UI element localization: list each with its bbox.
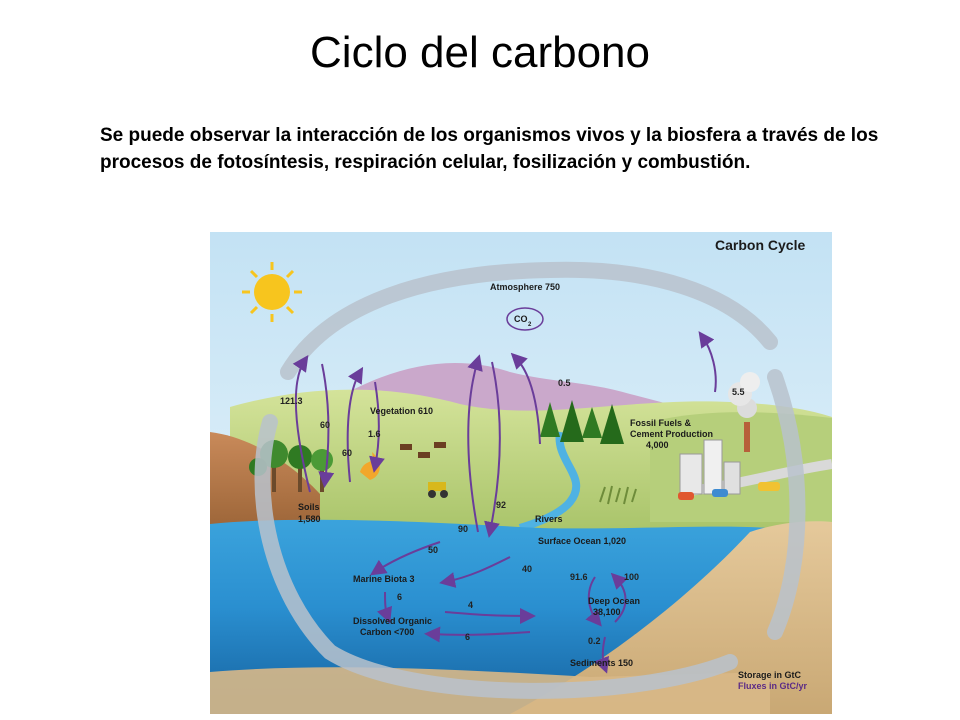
flux-label: 50 — [428, 545, 438, 555]
flux-arrow — [467, 354, 483, 533]
large-cycle-arrow — [254, 414, 738, 699]
city-buildings-icon — [679, 372, 760, 495]
cattle-icon — [400, 442, 446, 458]
sediments-label: Sediments 150 — [570, 658, 633, 668]
sun-icon — [242, 262, 302, 322]
flux-arrow — [292, 355, 311, 493]
flux-arrow — [484, 361, 501, 538]
vegetation-label: Vegetation 610 — [370, 406, 433, 416]
flux-arrow — [369, 381, 385, 473]
dissolved-organic-value: Carbon <700 — [360, 627, 414, 637]
marine-biota-label: Marine Biota 3 — [353, 574, 415, 584]
large-cycle-arrow — [280, 261, 778, 380]
flux-label: 0.5 — [558, 378, 571, 388]
co2-subscript: 2 — [528, 322, 532, 328]
flux-label: 4 — [468, 600, 473, 610]
slide-body-text: Se puede observar la interacción de los … — [100, 125, 879, 173]
deep-ocean-label: Deep Ocean — [588, 596, 640, 606]
flux-arrow — [585, 576, 602, 627]
rivers-label: Rivers — [535, 514, 563, 524]
large-cycle-arrow — [767, 369, 806, 640]
flux-label: 60 — [320, 420, 330, 430]
carbon-cycle-diagram: Carbon Cycle Storage in GtC Fluxes in Gt… — [210, 232, 832, 714]
flux-label: 6 — [397, 592, 402, 602]
atmosphere-label: Atmosphere 750 — [490, 282, 560, 292]
slide-title: Ciclo del carbono — [310, 28, 650, 77]
river — [518, 431, 581, 532]
flux-label: 0.2 — [588, 636, 601, 646]
flux-arrow — [424, 626, 531, 643]
sea-floor — [510, 521, 832, 714]
cars-icon — [678, 482, 780, 500]
pine-trees-icon — [540, 400, 624, 444]
soils-value: 1,580 — [298, 514, 321, 524]
flux-label: 100 — [624, 572, 639, 582]
flux-label: 92 — [496, 500, 506, 510]
soils-label: Soils — [298, 502, 320, 512]
flux-arrow — [510, 352, 541, 445]
wetland-icon — [599, 485, 637, 505]
flux-arrow — [370, 541, 441, 576]
legend-storage: Storage in GtC — [738, 670, 802, 680]
legend-fluxes: Fluxes in GtC/yr — [738, 681, 808, 691]
flux-arrow — [346, 366, 364, 483]
flux-label: 40 — [522, 564, 532, 574]
flux-arrow — [377, 591, 392, 624]
flux-arrow — [698, 331, 717, 393]
tractor-icon — [428, 482, 448, 498]
flux-label: 60 — [342, 448, 352, 458]
flux-arrow — [610, 572, 628, 623]
flux-label: 5.5 — [732, 387, 745, 397]
cement-production-label: Cement Production — [630, 429, 713, 439]
dissolved-organic-label: Dissolved Organic — [353, 616, 432, 626]
flux-arrow — [444, 607, 536, 624]
fossil-fuels-label: Fossil Fuels & — [630, 418, 692, 428]
diagram-title: Carbon Cycle — [715, 237, 805, 253]
co2-badge: CO 2 — [506, 307, 544, 331]
flux-arrow — [439, 556, 511, 588]
flux-label: 6 — [465, 632, 470, 642]
flux-label: 90 — [458, 524, 468, 534]
deep-ocean-value: 38,100 — [593, 607, 621, 617]
flux-label: 121.3 — [280, 396, 303, 406]
flux-label: 1.6 — [368, 429, 381, 439]
svg-text:CO: CO — [514, 314, 528, 324]
fossil-fuels-value: 4,000 — [646, 440, 669, 450]
flux-arrow — [594, 636, 609, 674]
flux-label: 91.6 — [570, 572, 588, 582]
flux-arrow — [318, 363, 335, 488]
surface-ocean-label: Surface Ocean 1,020 — [538, 536, 626, 546]
